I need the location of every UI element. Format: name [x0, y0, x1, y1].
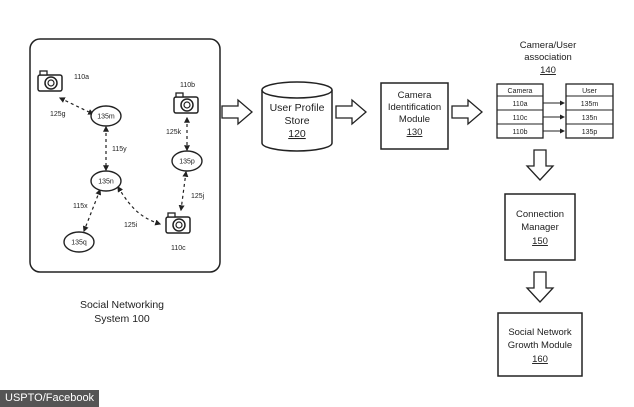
camera-label-110b: 110b [180, 82, 195, 89]
node-label-135m: 135m [97, 114, 115, 121]
node-label-135p: 135p [179, 159, 195, 166]
edge-125i [117, 185, 162, 226]
flow-arrow [221, 98, 253, 126]
user-node [171, 150, 203, 172]
connection-manager: Connection Manager 150 [504, 193, 576, 261]
table-cell-user: 135m [581, 101, 599, 108]
camera-header: Camera [508, 88, 533, 95]
module-label: Camera [398, 90, 433, 101]
user-profile-store: User Profile Store 120 [261, 81, 333, 152]
image-credit: USPTO/Facebook [0, 390, 100, 407]
module-label: Module [399, 114, 430, 125]
flow-arrow [335, 98, 367, 126]
system-label: Social Networking [80, 299, 164, 311]
module-label: Identification [388, 102, 441, 113]
module-label: Growth Module [508, 340, 572, 351]
camera-identification-module: Camera Identification Module 130 [380, 82, 449, 150]
user-node [63, 231, 95, 253]
association-title: Camera/User [520, 40, 577, 51]
edge-label-115y: 115y [112, 146, 127, 153]
social-network-growth-module: Social Network Growth Module 160 [497, 312, 583, 377]
table-cell-user: 135p [582, 129, 598, 136]
module-label: Social Network [508, 327, 572, 338]
module-box [504, 193, 576, 261]
edge-125g [58, 97, 95, 115]
module-label: Manager [521, 222, 559, 233]
flow-arrow [525, 271, 555, 303]
system-label: System 100 [94, 313, 150, 325]
user-node [90, 170, 122, 192]
table-cell-camera: 110c [513, 115, 528, 122]
table-cell-camera: 110b [512, 129, 527, 136]
store-label: User Profile [270, 102, 325, 114]
edge-label-125j: 125j [191, 193, 205, 200]
table-cell-camera: 110a [512, 101, 527, 108]
user-node [90, 105, 122, 127]
module-ref: 130 [407, 127, 423, 138]
flow-arrow [451, 98, 483, 126]
association-ref: 140 [540, 65, 556, 76]
flow-arrow [525, 149, 555, 181]
module-ref: 160 [532, 354, 548, 365]
edge-115x [82, 188, 102, 233]
camera-user-association: Camera/User association 140 Camera User … [496, 40, 614, 139]
association-title: association [524, 52, 572, 63]
module-box [380, 82, 449, 150]
module-box [497, 312, 583, 377]
node-label-135n: 135n [98, 179, 114, 186]
store-cylinder [261, 90, 333, 152]
edge-label-125k: 125k [166, 129, 182, 136]
edge-125j [178, 170, 189, 212]
user-column [565, 83, 614, 139]
camera-label-110a: 110a [74, 74, 89, 81]
edge-label-125i: 125i [124, 222, 138, 229]
node-label-135q: 135q [71, 240, 87, 247]
store-cylinder-top [261, 81, 333, 99]
social-networking-system: 135m 135n 135p 135q 110a 110b 110c 125g … [29, 38, 221, 325]
store-label: Store [284, 115, 309, 127]
module-ref: 150 [532, 236, 548, 247]
camera-column [496, 83, 544, 139]
edge-label-115x: 115x [73, 203, 88, 210]
table-cell-user: 135n [582, 115, 598, 122]
module-label: Connection [516, 209, 564, 220]
edge-label-125g: 125g [50, 111, 66, 118]
user-header: User [582, 88, 597, 95]
camera-label-110c: 110c [171, 245, 186, 252]
store-ref: 120 [288, 128, 306, 140]
